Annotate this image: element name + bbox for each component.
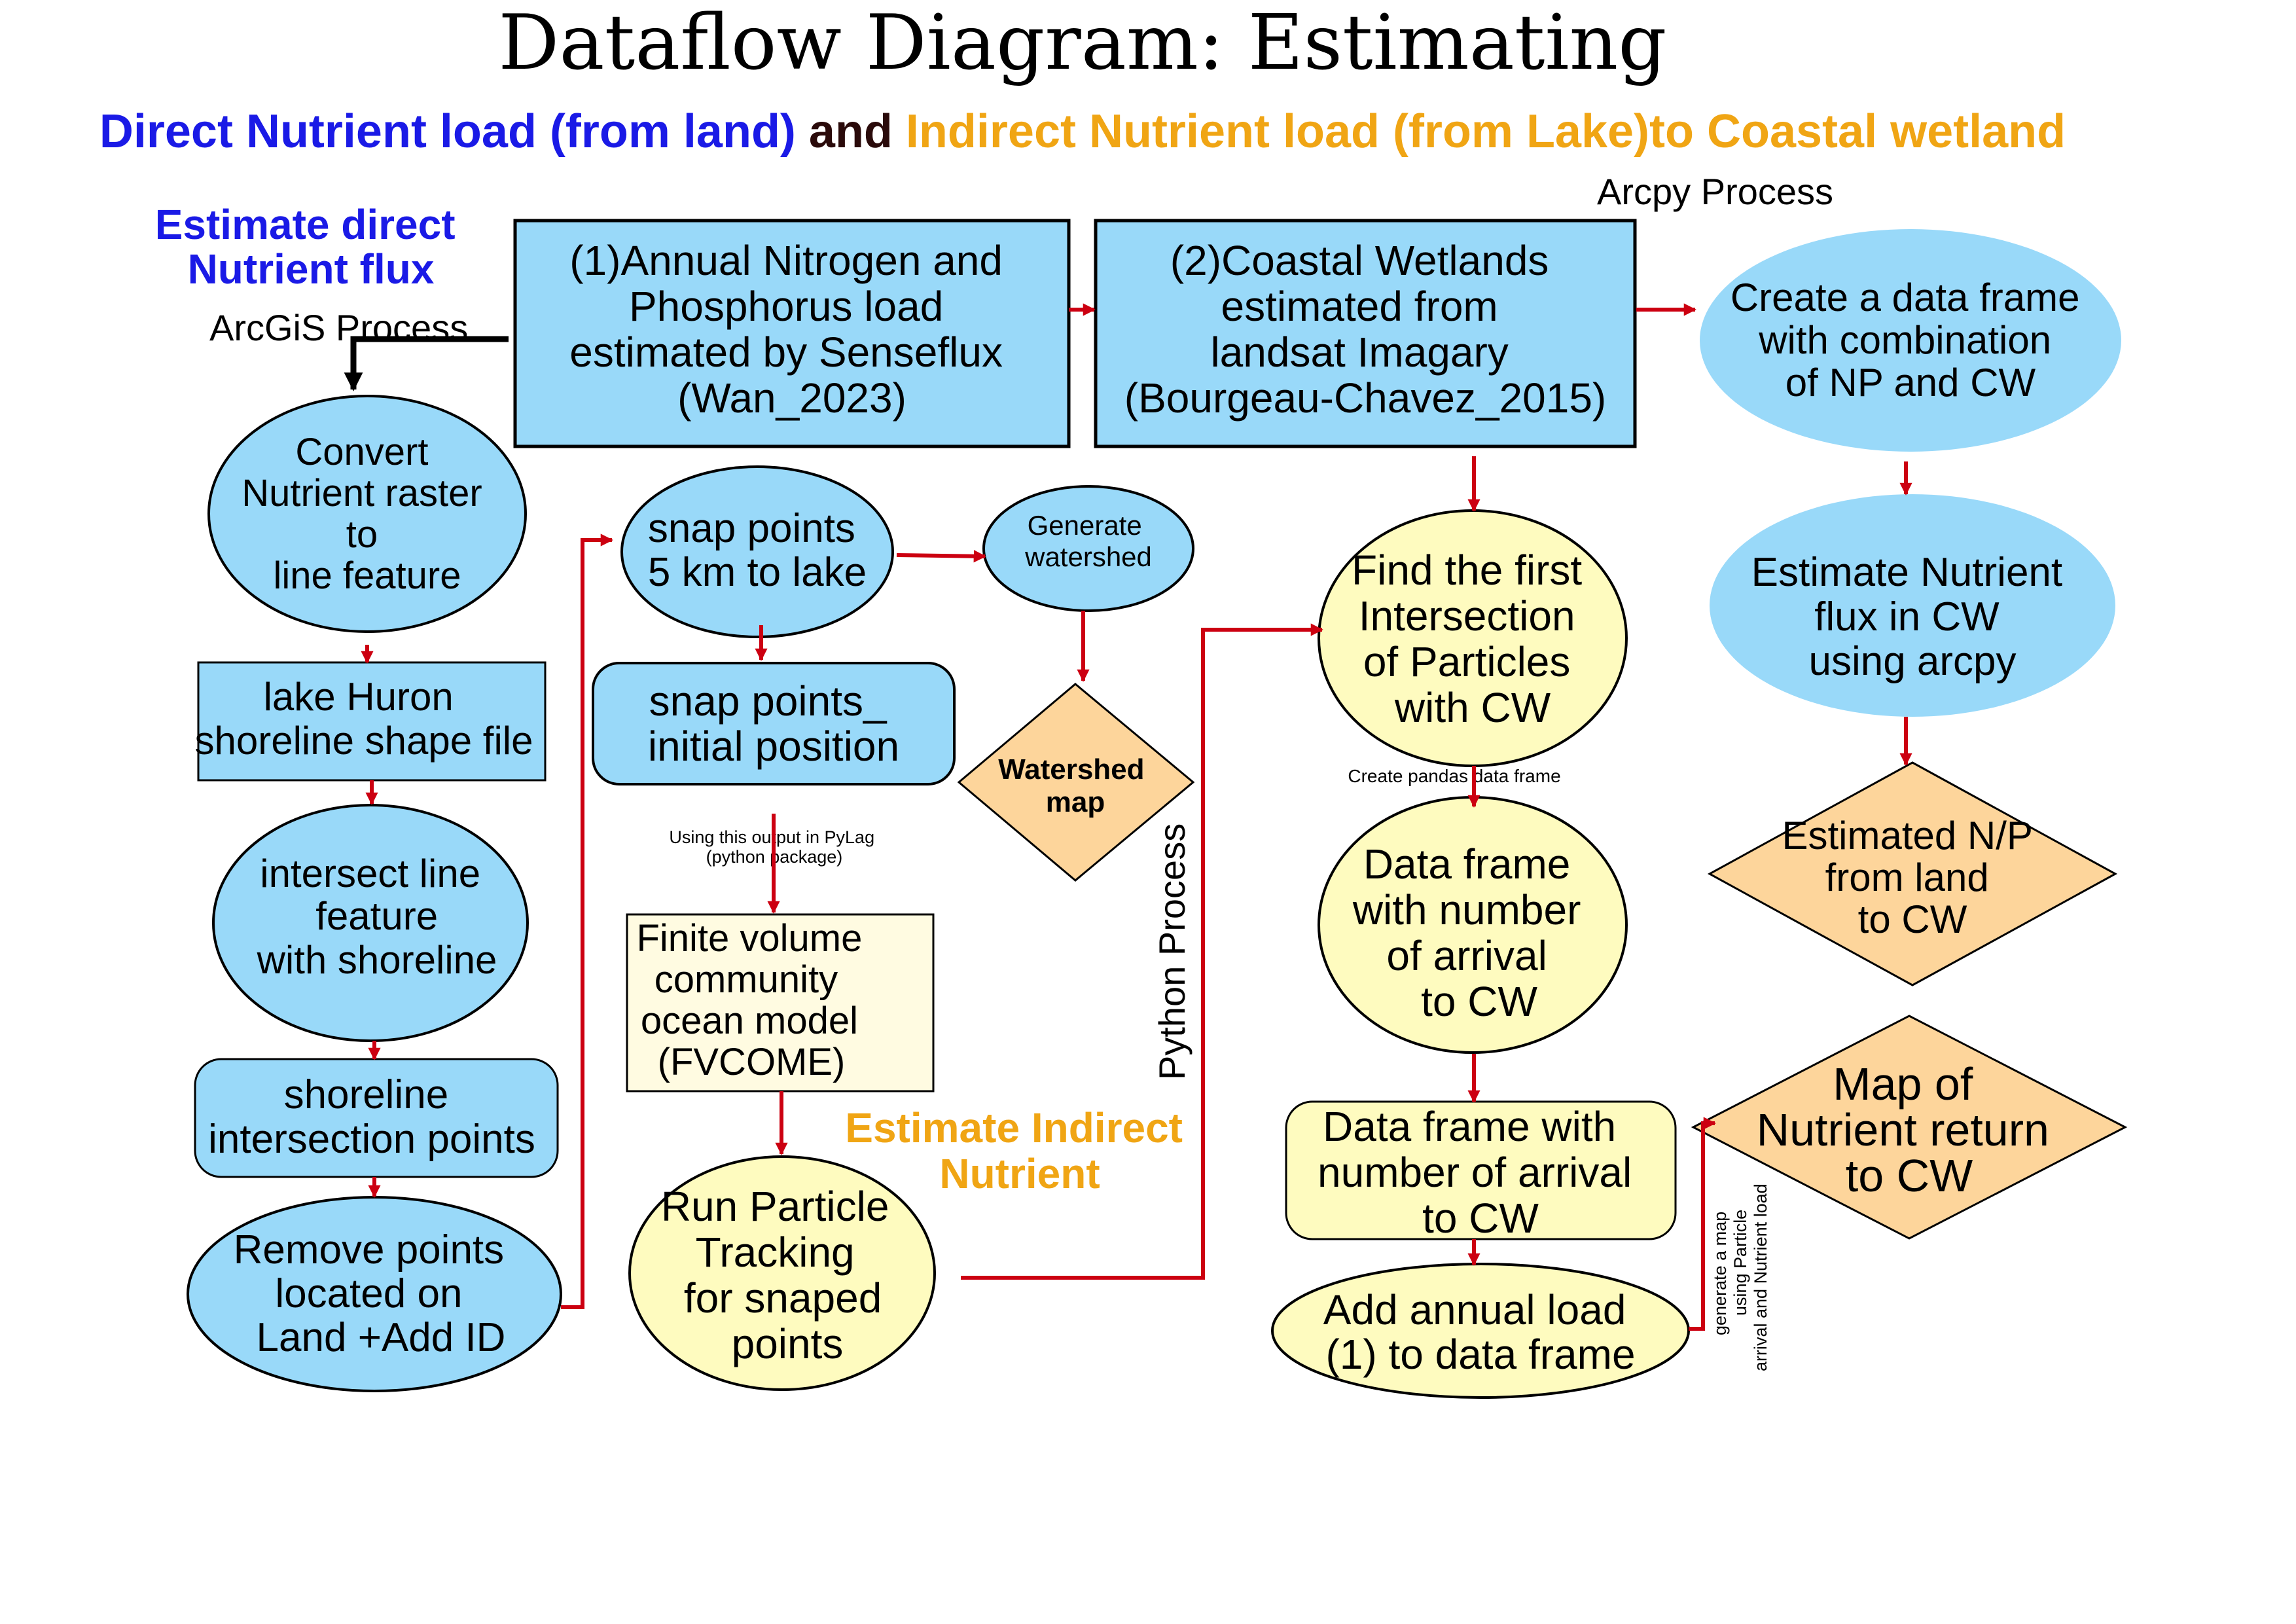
arrow-remove-to-snap <box>561 533 613 1309</box>
svg-text:lake Huron shoreline sha: lake Huron shoreline shape file <box>194 675 533 763</box>
generate-watershed-node: Generate watershed <box>982 485 1194 612</box>
watershed-map-node: Watershed map <box>957 683 1195 882</box>
arrow-snap-to-watershed <box>896 550 986 563</box>
svg-text:snap points 5 km to lake: snap points 5 km to lake <box>648 506 867 595</box>
shoreline-points-node: shoreline intersection points <box>194 1058 559 1178</box>
map-nutrient-node: Map of Nutrient return to CW <box>1691 1015 2128 1240</box>
svg-text:Add annual load (1) to d: Add annual load (1) to data frame <box>1323 1286 1638 1378</box>
python-process-label: Python Process <box>1151 823 1193 1080</box>
arrow-add-to-map <box>1689 1117 1716 1331</box>
svg-text:generate a map: generate a map <box>1710 1212 1730 1335</box>
annual-np-node: (1)Annual Nitrogen and Phosphorus load e… <box>513 219 1071 448</box>
arcgis-process-label: ArcGiS Process <box>209 307 468 348</box>
svg-text:Generate watershed: Generate watershed <box>1024 510 1152 572</box>
subtitle: Direct Nutrient load (from land) and Ind… <box>99 105 2066 158</box>
svg-text:Convert Nutrient raster: Convert Nutrient raster to line feature <box>242 431 493 597</box>
subtitle-and: and <box>796 105 906 158</box>
svg-text:Map of Nutrient return: Map of Nutrient return to CW <box>1757 1058 2062 1201</box>
remove-points-node: Remove points located on Land +Add ID <box>187 1196 562 1392</box>
svg-text:Watershed map: Watershed map <box>998 753 1153 818</box>
svg-text:Estimated N/P from land: Estimated N/P from land to CW <box>1782 814 2043 941</box>
coastal-wetlands-node: (2)Coastal Wetlands estimated from lands… <box>1094 219 1637 448</box>
svg-text:using Particle: using Particle <box>1731 1210 1750 1316</box>
arrow-annual-to-convert <box>344 336 509 391</box>
find-intersection-node: Find the first Intersection of Particles… <box>1318 509 1628 767</box>
subtitle-direct: Direct Nutrient load (from land) <box>99 105 796 158</box>
svg-text:snap points_ initial pos: snap points_ initial position <box>648 677 899 770</box>
create-df-node: Create a data frame with combination of … <box>1700 229 2121 452</box>
arcpy-process-label: Arcpy Process <box>1597 171 1833 212</box>
svg-text:Remove points located on: Remove points located on Land +Add ID <box>234 1227 516 1360</box>
map-note: generate a map using Particle arrival an… <box>1710 1183 1770 1371</box>
svg-text:shoreline intersection p: shoreline intersection points <box>208 1072 535 1162</box>
convert-raster-node: Convert Nutrient raster to line feature <box>207 395 527 633</box>
add-annual-load-node: Add annual load (1) to data frame <box>1271 1263 1690 1399</box>
subtitle-indirect: Indirect Nutrient load (from Lake)to Coa… <box>906 105 2066 158</box>
connectors <box>361 303 1912 1331</box>
svg-text:(1)Annual Nitrogen and P: (1)Annual Nitrogen and Phosphorus load e… <box>569 237 1014 422</box>
estimated-np-node: Estimated N/P from land to CW <box>1707 761 2118 986</box>
lake-huron-node: lake Huron shoreline shape file <box>194 661 547 782</box>
fvcome-node: Finite volume community ocean model (FVC… <box>626 913 935 1092</box>
estimate-direct-label: Estimate direct Nutrient flux <box>155 201 467 293</box>
df-with-number-node: Data frame with number of arrival to CW <box>1285 1100 1677 1242</box>
df-number-arrival-node: Data frame with number of arrival to CW <box>1318 796 1628 1054</box>
estimate-indirect-label: Estimate Indirect Nutrient <box>845 1104 1194 1197</box>
svg-text:Finite volume community: Finite volume community ocean model (FVC… <box>636 917 872 1083</box>
snap-5km-node: snap points 5 km to lake <box>620 465 894 638</box>
svg-text:arrival and Nutrient load: arrival and Nutrient load <box>1751 1183 1770 1371</box>
svg-text:Create a data frame with: Create a data frame with combination of … <box>1731 276 2090 405</box>
svg-text:Data frame with number o: Data frame with number of arrival to CW <box>1318 1103 1643 1242</box>
svg-text:Estimate Nutrient flux i: Estimate Nutrient flux in CW using arcpy <box>1751 550 2074 684</box>
arrow-particle-to-find <box>961 623 1323 1280</box>
estimate-flux-cw-node: Estimate Nutrient flux in CW using arcpy <box>1710 494 2115 717</box>
run-particle-node: Run Particle Tracking for snaped points <box>628 1155 936 1391</box>
svg-text:intersect line feature: intersect line feature with shoreline <box>257 852 497 982</box>
svg-text:Run Particle Tracking: Run Particle Tracking for snaped points <box>661 1183 901 1367</box>
intersect-line-node: intersect line feature with shoreline <box>212 804 529 1042</box>
snap-initial-node: snap points_ initial position <box>592 662 956 785</box>
svg-text:Data frame with number: Data frame with number of arrival to CW <box>1352 840 1592 1025</box>
svg-text:Find the first Intersect: Find the first Intersection of Particles… <box>1352 547 1594 731</box>
pandas-note: Create pandas data frame <box>1348 766 1560 786</box>
svg-text:(2)Coastal Wetlands esti: (2)Coastal Wetlands estimated from lands… <box>1124 237 1606 422</box>
page-title: Dataflow Diagram: Estimating <box>498 0 1666 87</box>
